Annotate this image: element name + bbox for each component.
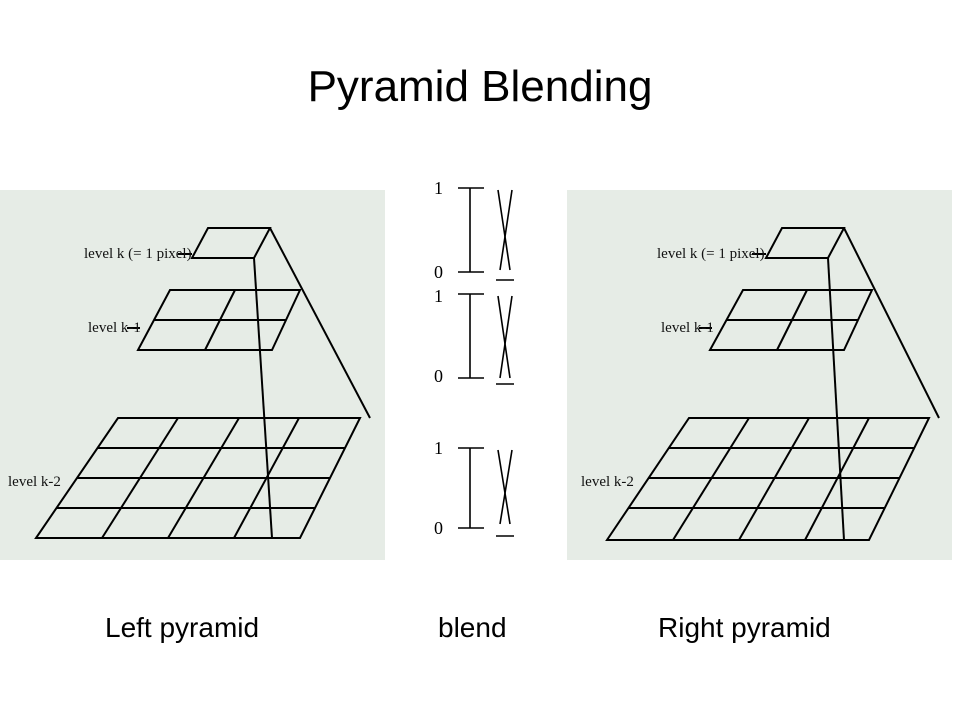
caption-left-pyramid: Left pyramid [105,612,260,643]
right-pyramid-figure: level k (= 1 pixel) level k-1 level k-2 [567,190,952,560]
right-label-level-k1: level k-1 [661,320,714,336]
right-label-level-k2: level k-2 [581,474,634,490]
blend-cross-3b [499,449,513,525]
blend-cross-2b [499,295,513,379]
blend-cross-1a [497,189,511,271]
blend-tick-1-top: 1 [434,178,443,198]
right-pyramid-diagram: level k (= 1 pixel) level k-1 level k-2 [567,190,952,560]
left-pyramid-figure: level k (= 1 pixel) level k-1 level k-2 [0,190,385,560]
slide-title: Pyramid Blending [307,62,653,111]
blend-tick-3-top: 1 [434,438,443,458]
caption-right-pyramid: Right pyramid [658,612,831,643]
blend-tick-2-bottom: 0 [434,366,443,386]
blend-tick-1-bottom: 0 [434,262,443,282]
left-label-level-k1: level k-1 [88,320,141,336]
blend-cross-3a [497,449,511,525]
left-label-level-k: level k (= 1 pixel) [84,246,192,262]
right-panel-background [567,190,952,560]
blend-diagram: 1 0 1 0 1 0 [420,172,540,552]
blend-tick-2-top: 1 [434,286,443,306]
blend-tick-3-bottom: 0 [434,518,443,538]
right-label-level-k: level k (= 1 pixel) [657,246,765,262]
caption-blend: blend [438,612,507,643]
left-label-level-k2: level k-2 [8,474,61,490]
blend-cross-2a [497,295,511,379]
left-level-k2-grid [34,417,362,539]
right-level-k2-grid [605,417,931,541]
blend-weights-svg: 1 0 1 0 1 0 [434,178,514,538]
blend-cross-1b [499,189,513,271]
left-pyramid-diagram: level k (= 1 pixel) level k-1 level k-2 [0,190,385,560]
